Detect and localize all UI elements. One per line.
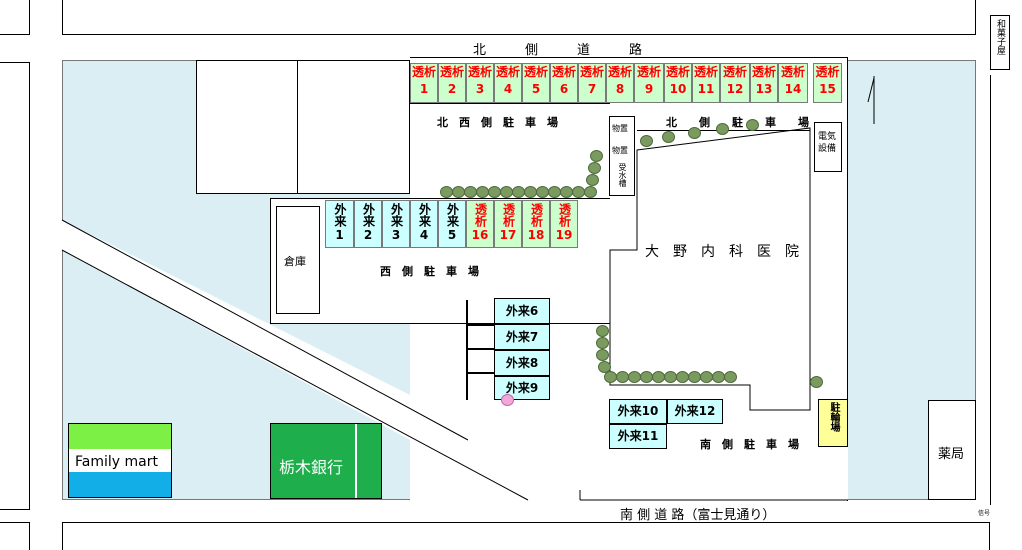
- south-lot-label: 南 側 駐 車 場: [700, 438, 799, 451]
- bike-parking: 駐輪場: [818, 399, 848, 447]
- northwest-building-2: [297, 60, 410, 194]
- family-mart-green: [69, 424, 171, 449]
- outpatient-slot-7: 外来7: [494, 324, 550, 350]
- side-shop: 和菓子屋: [990, 15, 1010, 70]
- north-arrow-icon: [867, 76, 875, 124]
- south-road-label: 南 側 道 路（富士見通り）: [620, 508, 776, 523]
- tochigi-bank: 栃木銀行: [270, 423, 382, 499]
- pharmacy-label: 薬局: [938, 447, 965, 462]
- warehouse: 倉庫: [276, 206, 320, 314]
- storage-block: 物置 物置 受水槽: [609, 116, 635, 196]
- warehouse-label: 倉庫: [284, 255, 306, 268]
- pharmacy: 薬局: [928, 400, 976, 500]
- northwest-lot-line: [410, 103, 610, 104]
- tochigi-bank-divider: [355, 424, 357, 498]
- outpatient-slot-6: 外来6: [494, 298, 550, 324]
- outpatient-slot-11: 外来11: [609, 424, 667, 449]
- family-mart: Family mart: [68, 423, 172, 498]
- storage-2: 物置: [612, 146, 628, 155]
- north-road-label: 北 側 道 路: [473, 43, 643, 58]
- mid-lot-lines: [466, 300, 494, 400]
- family-mart-blue: [69, 472, 171, 497]
- west-lot-label: 西 側 駐 車 場: [380, 265, 479, 278]
- storage-1: 物置: [612, 124, 628, 133]
- northwest-lot-label: 北 西 側 駐 車 場: [437, 116, 558, 129]
- north-lot-label: 北 側 駐 車 場: [666, 116, 809, 129]
- tochigi-bank-label: 栃木銀行: [279, 458, 344, 477]
- outpatient-slot-12: 外来12: [667, 399, 723, 424]
- hospital-label: 大 野 内 科 医 院: [645, 244, 799, 260]
- left-strip: [0, 62, 30, 510]
- outpatient-slot-10: 外来10: [609, 399, 667, 424]
- bottom-left-block: [0, 522, 30, 550]
- electrical-label: 電気設備: [818, 132, 837, 154]
- bike-parking-label: 駐輪場: [828, 402, 839, 432]
- water-tank: 受水槽: [618, 163, 627, 187]
- top-center-block: [62, 0, 976, 35]
- bottom-center-block: [62, 522, 990, 550]
- electrical-equipment: 電気設備: [814, 122, 842, 172]
- south-small-label: 信号: [978, 510, 991, 517]
- top-left-block: [0, 0, 30, 35]
- outpatient-slot-8: 外来8: [494, 350, 550, 376]
- right-strip: [990, 75, 1022, 505]
- family-mart-label: Family mart: [75, 454, 158, 470]
- side-shop-label: 和菓子屋: [995, 19, 1005, 55]
